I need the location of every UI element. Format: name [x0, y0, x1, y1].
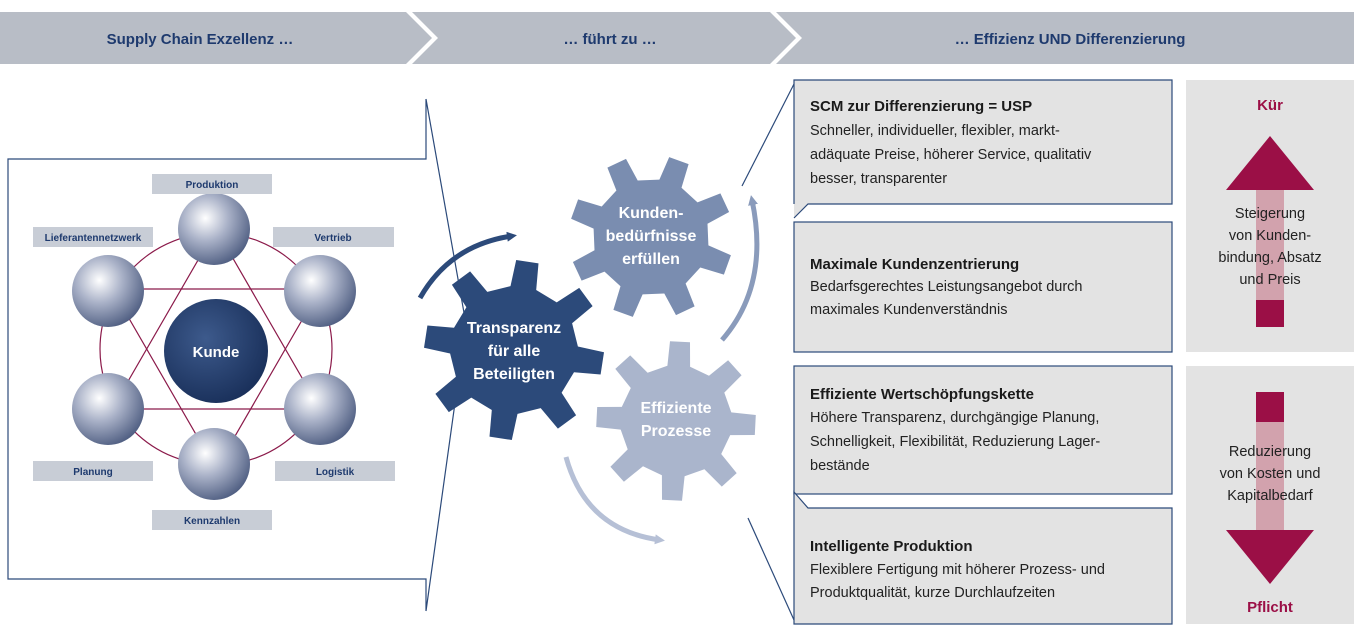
gear-transparenz: Transparenz für alle Beteiligten [424, 260, 604, 440]
node-produktion-label: Produktion [186, 180, 239, 191]
supply-chain-network: Kunde Produktion Vertrieb Logistik Kennz… [33, 174, 395, 530]
gear-transparenz-line-2: für alle [488, 343, 541, 360]
box-1-line-3: besser, transparenter [810, 171, 947, 187]
pflicht-panel: Reduzierung von Kosten und Kapitalbedarf… [1186, 366, 1354, 624]
node-logistik-sphere [284, 373, 356, 445]
box-3-line-3: bestände [810, 458, 870, 474]
header-step-1 [0, 12, 432, 64]
pflicht-text-line-1: Reduzierung [1229, 444, 1311, 460]
gear-kunden-line-1: Kunden- [619, 205, 684, 222]
network-triangle-up [110, 227, 322, 410]
node-kennzahlen-sphere [178, 428, 250, 500]
box-3-title: Effiziente Wertschöpfungskette [810, 386, 1034, 403]
gear-transparenz-shape [424, 260, 604, 440]
kuer-text-line-4: und Preis [1239, 272, 1300, 288]
node-lieferanten-label: Lieferantennetzwerk [45, 233, 142, 244]
node-kennzahlen-label: Kennzahlen [184, 516, 240, 527]
gear-effizient-line-1: Effiziente [640, 400, 711, 417]
box-2-line-1: Bedarfsgerechtes Leistungsangebot durch [810, 279, 1082, 295]
kuer-label: Kür [1257, 97, 1283, 114]
kuer-text-line-1: Steigerung [1235, 206, 1305, 222]
network-triangle-down [110, 288, 322, 471]
fan-line-top [741, 83, 795, 187]
gear-effizient-line-2: Prozesse [641, 423, 711, 440]
node-lieferanten-tag [33, 227, 153, 247]
node-planung-tag [33, 461, 153, 481]
gear-transparenz-line-1: Transparenz [467, 320, 561, 337]
flow-arrow-to-boxes [720, 195, 760, 342]
header-step-3 [776, 12, 1354, 64]
box-1-title: SCM zur Differenzierung = USP [810, 98, 1032, 115]
box-4-line-2: Produktqualität, kurze Durchlaufzeiten [810, 585, 1055, 601]
gear-effizient-shape [596, 341, 756, 501]
box-kundenzentrierung-frame [793, 221, 1173, 353]
box-4-title: Intelligente Produktion [810, 538, 973, 555]
node-planung-label: Planung [73, 467, 112, 478]
box-4-line-1: Flexiblere Fertigung mit höherer Prozess… [810, 562, 1105, 578]
box-2-title: Maximale Kundenzentrierung [810, 256, 1019, 273]
up-arrow-highlight [1256, 190, 1284, 300]
box-wertschoepfung-frame [793, 365, 1173, 495]
gear-kunden: Kunden- bedürfnisse erfüllen [571, 157, 731, 317]
node-vertrieb-sphere [284, 255, 356, 327]
gear-kunden-line-2: bedürfnisse [606, 228, 697, 245]
node-kennzahlen-tag [152, 510, 272, 530]
kuer-panel: Kür Steigerung von Kunden- bindung, Absa… [1186, 80, 1354, 352]
down-arrow-highlight [1256, 422, 1284, 530]
gear-kunden-line-3: erfüllen [622, 251, 680, 268]
kuer-text-line-2: von Kunden- [1229, 228, 1311, 244]
box-3-line-1: Höhere Transparenz, durchgängige Planung… [810, 410, 1099, 426]
box-3-line-2: Schnelligkeit, Flexibilität, Reduzierung… [810, 434, 1100, 450]
node-vertrieb-label: Vertrieb [314, 233, 351, 244]
gear-effizient: Effiziente Prozesse [596, 341, 756, 501]
benefit-boxes: SCM zur Differenzierung = USP Schneller,… [793, 79, 1173, 625]
pflicht-text-line-2: von Kosten und [1220, 466, 1321, 482]
gear-kunden-shape [571, 157, 731, 317]
flow-arrow-to-prozesse [563, 456, 665, 545]
box-1-line-2: adäquate Preise, höherer Service, qualit… [810, 147, 1092, 163]
center-kunde-label: Kunde [193, 344, 240, 361]
header-step-2-label: … führt zu … [563, 31, 656, 48]
node-lieferanten-sphere [72, 255, 144, 327]
pflicht-label: Pflicht [1247, 599, 1293, 616]
flow-arrow-to-kunden [417, 231, 517, 300]
header-step-1-label: Supply Chain Exzellenz … [107, 31, 294, 48]
box-differenzierung-frame [793, 79, 1173, 219]
box-1-line-1: Schneller, individueller, flexibler, mar… [810, 123, 1060, 139]
pflicht-text-line-3: Kapitalbedarf [1227, 488, 1313, 504]
box-produktion-frame [793, 490, 1173, 625]
node-vertrieb-tag [273, 227, 394, 247]
header-step-3-label: … Effizienz UND Differenzierung [955, 31, 1186, 48]
fan-line-bottom [747, 517, 795, 621]
node-logistik-tag [275, 461, 395, 481]
center-kunde-sphere [164, 299, 268, 403]
node-produktion-sphere [178, 193, 250, 265]
node-planung-sphere [72, 373, 144, 445]
node-produktion-tag [152, 174, 272, 194]
header-band: Supply Chain Exzellenz … … führt zu … … … [0, 12, 1354, 64]
gear-transparenz-line-3: Beteiligten [473, 366, 555, 383]
box-2-line-2: maximales Kundenverständnis [810, 302, 1007, 318]
kuer-text-line-3: bindung, Absatz [1218, 250, 1321, 266]
node-logistik-label: Logistik [316, 467, 355, 478]
header-step-2 [412, 12, 796, 64]
